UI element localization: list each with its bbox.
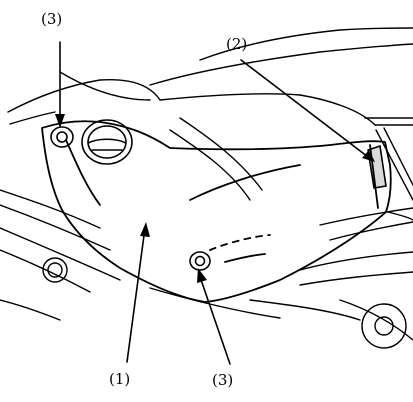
side-cover-panel	[41, 120, 392, 303]
cover-tab	[367, 145, 387, 189]
arrowheads	[55, 114, 375, 283]
arrowhead-cover	[140, 222, 150, 237]
callout-cover: (1)	[109, 370, 131, 388]
arrowhead-top-fastener	[55, 114, 65, 128]
fastener-bottom	[189, 251, 211, 271]
callout-tab: (2)	[226, 35, 248, 53]
fuel-cap	[81, 119, 133, 165]
arrowhead-bottom-fastener	[197, 268, 207, 283]
callout-fastener-top: (3)	[41, 10, 63, 28]
arrowhead-tab	[362, 150, 375, 162]
callout-fastener-bottom: (3)	[212, 371, 234, 389]
fastener-top	[50, 126, 74, 148]
leader-lines	[59, 41, 373, 365]
wheel-area	[0, 257, 413, 349]
frame-lines	[0, 27, 413, 319]
